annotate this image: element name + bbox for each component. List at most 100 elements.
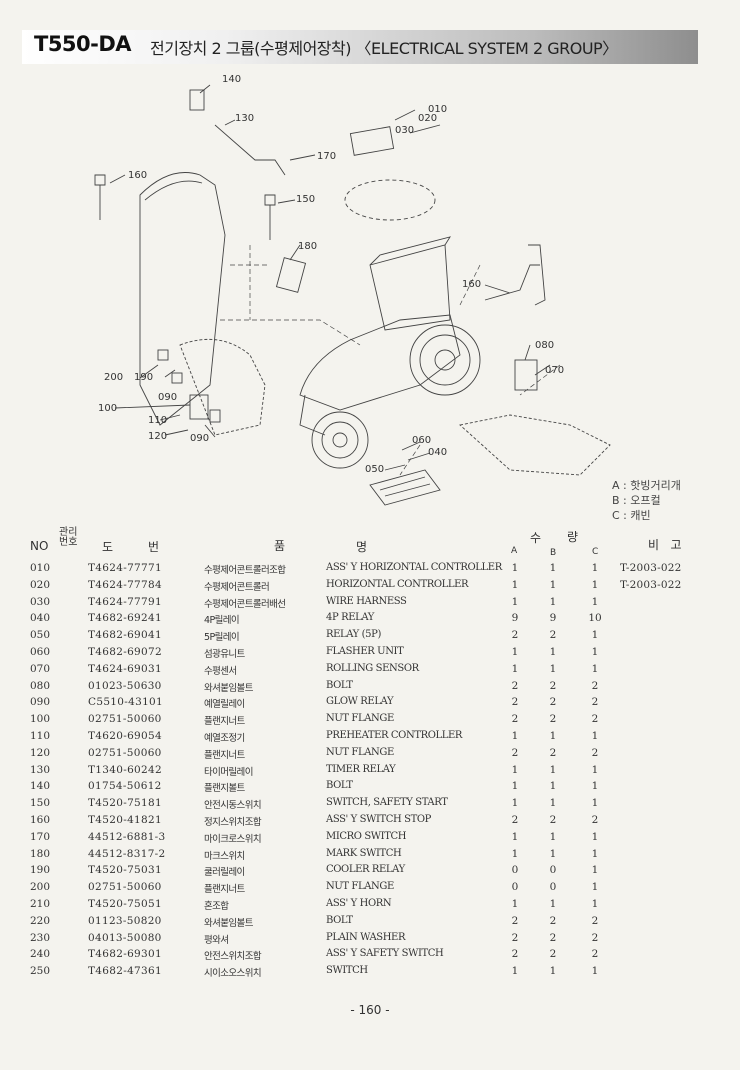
qty-b: 1 xyxy=(549,578,557,591)
controller-drawing xyxy=(349,126,395,156)
part-name-korean: 혼조합 xyxy=(204,900,229,912)
part-name-korean: 와셔붙임볼트 xyxy=(204,682,253,694)
part-name-korean: 섬광유니트 xyxy=(204,648,245,660)
qty-b: 2 xyxy=(549,629,557,642)
part-number: T4520-75051 xyxy=(88,897,162,910)
part-name-english: ROLLING SENSOR xyxy=(326,662,419,674)
part-number: T4682-47361 xyxy=(88,965,162,978)
part-name-english: TIMER RELAY xyxy=(326,763,396,775)
part-number: 02751-50060 xyxy=(88,881,162,894)
part-name-korean: 4P릴레이 xyxy=(204,615,240,627)
header-myeong: 명 xyxy=(356,540,368,554)
header-su: 수 xyxy=(530,531,542,545)
relay-block-drawing xyxy=(369,469,441,506)
callout-label: 200 xyxy=(104,372,123,383)
qty-a: 2 xyxy=(511,713,519,726)
qty-c: 1 xyxy=(591,729,599,742)
part-number: T4682-69241 xyxy=(88,612,162,625)
part-name-korean: 안전시동스위치 xyxy=(204,800,262,812)
qty-b: 9 xyxy=(549,612,557,625)
part-number: 44512-8317-2 xyxy=(88,847,166,860)
qty-c: 1 xyxy=(591,830,599,843)
qty-a: 9 xyxy=(511,612,519,625)
part-name-english: MARK SWITCH xyxy=(326,847,402,859)
qty-b: 1 xyxy=(549,847,557,860)
qty-c: 1 xyxy=(591,595,599,608)
row-no: 120 xyxy=(30,746,51,759)
model-name: T550-DA xyxy=(34,32,132,56)
callout-label: 100 xyxy=(98,403,117,414)
header-b: B xyxy=(550,548,557,558)
row-no: 100 xyxy=(30,713,51,726)
part-number: T1340-60242 xyxy=(88,763,162,776)
row-no: 040 xyxy=(30,612,51,625)
header-no: NO xyxy=(30,539,49,553)
part-number: T4520-75031 xyxy=(88,864,162,877)
row-no: 060 xyxy=(30,645,51,658)
qty-b: 1 xyxy=(549,595,557,608)
part-name-english: NUT FLANGE xyxy=(326,746,394,758)
part-name-korean: 5P릴레이 xyxy=(204,632,240,644)
row-no: 160 xyxy=(30,813,51,826)
header-beon: 번 xyxy=(148,540,160,554)
part-name-korean: 안전스위치조합 xyxy=(204,951,262,963)
qty-a: 2 xyxy=(511,948,519,961)
qty-b: 1 xyxy=(549,729,557,742)
header-do: 도 xyxy=(102,540,114,554)
part-name-korean: 수평제어콘트롤러 xyxy=(204,581,270,593)
part-name-korean: 수평제어콘트롤러조합 xyxy=(204,565,286,576)
part-number: 44512-6881-3 xyxy=(88,830,166,843)
part-name-english: HORIZONTAL CONTROLLER xyxy=(326,578,469,590)
part-number: 02751-50060 xyxy=(88,713,162,726)
callout-label: 010 xyxy=(428,104,447,115)
qty-a: 0 xyxy=(511,864,519,877)
qty-c: 2 xyxy=(591,746,599,759)
part-number: T4520-41821 xyxy=(88,813,162,826)
qty-c: 1 xyxy=(591,881,599,894)
qty-c: 2 xyxy=(591,813,599,826)
qty-a: 2 xyxy=(511,813,519,826)
callout-label: 180 xyxy=(298,241,317,252)
legend-item: C : 캐빈 xyxy=(612,509,651,522)
part-name-english: PREHEATER CONTROLLER xyxy=(326,729,463,741)
row-no: 190 xyxy=(30,864,51,877)
row-no: 180 xyxy=(30,847,51,860)
part-name-korean: 예열릴레이 xyxy=(204,699,245,711)
qty-c: 1 xyxy=(591,965,599,978)
table-header: NO 관리 번호 도 번 품 명 수 량 A B C 비 고 xyxy=(30,528,710,562)
qty-c: 1 xyxy=(591,780,599,793)
qty-a: 2 xyxy=(511,696,519,709)
part-name-english: GLOW RELAY xyxy=(326,696,394,708)
qty-a: 2 xyxy=(511,914,519,927)
part-name-korean: 평와셔 xyxy=(204,934,229,946)
part-number: T4682-69041 xyxy=(88,629,162,642)
qty-a: 1 xyxy=(511,897,519,910)
part-name-english: ASS' Y SWITCH STOP xyxy=(326,813,432,825)
qty-c: 1 xyxy=(591,662,599,675)
part-name-korean: 수평제어콘트롤러배선 xyxy=(204,598,286,610)
part-name-english: 4P RELAY xyxy=(326,612,374,624)
callout-label: 040 xyxy=(428,447,447,458)
qty-a: 2 xyxy=(511,931,519,944)
legend-item: A : 핫빙거리개 xyxy=(612,479,681,492)
part-name-english: BOLT xyxy=(326,679,353,691)
qty-b: 0 xyxy=(549,864,557,877)
part-name-korean: 플랜지너트 xyxy=(204,716,245,728)
qty-c: 2 xyxy=(591,713,599,726)
part-name-korean: 시이소오스위치 xyxy=(204,968,262,980)
qty-b: 1 xyxy=(549,780,557,793)
fender-drawing xyxy=(139,172,226,426)
